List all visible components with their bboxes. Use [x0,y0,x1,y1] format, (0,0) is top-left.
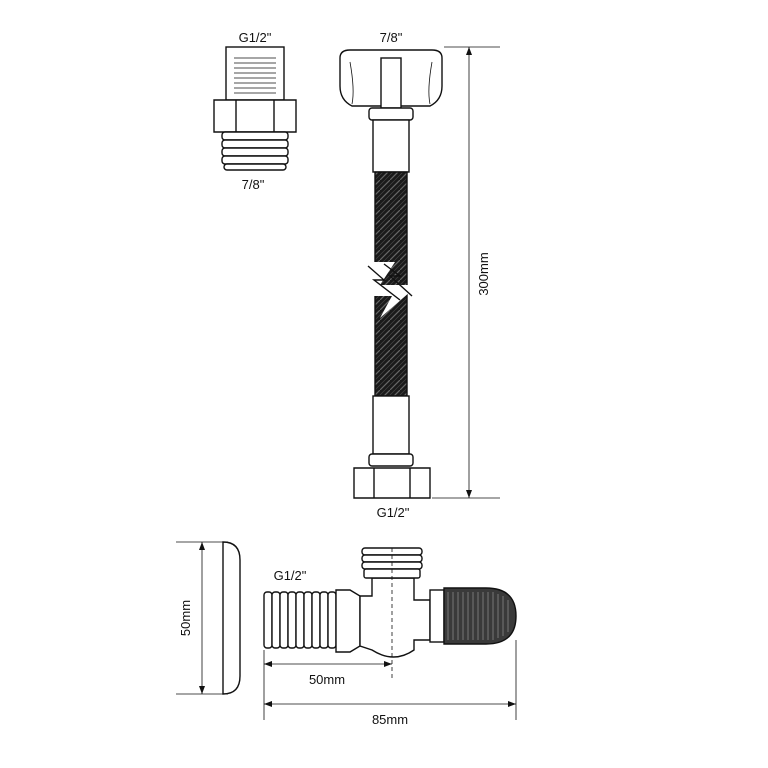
break-symbol [362,262,418,318]
valve-inlet-nut [335,589,361,653]
adapter-upper-threads [234,57,276,94]
hose-top-label: 7/8" [380,30,403,45]
hose-top-collar [368,107,414,121]
valve-height-label: 50mm [178,600,193,636]
valve-width-dimension [264,640,517,720]
valve-width-label: 85mm [372,712,408,727]
valve-body [359,577,431,658]
valve-handle-collar [429,589,445,643]
valve-inlet-threads [263,591,337,649]
valve-outlet-threads [361,547,423,579]
hose-top-nut-flat [380,57,402,109]
hose-bottom-nut [353,467,431,499]
adapter-upper-body [225,46,285,101]
wall-flange [222,541,241,695]
adapter-lower-threads [221,131,289,171]
hose-length-label: 300mm [476,252,491,295]
adapter-fitting: G1/2" 7/8" [213,30,297,192]
braided-hose: 7/8" G1/2" 300mm [339,30,500,520]
adapter-hex-nut [213,99,297,133]
valve-height-dimension [176,541,228,695]
valve-offset-dimension [263,650,392,720]
valve-offset-label: 50mm [309,672,345,687]
valve-inlet-label: G1/2" [274,568,307,583]
adapter-top-label: G1/2" [239,30,272,45]
hose-bottom-collar [368,453,414,467]
adapter-bottom-label: 7/8" [242,177,265,192]
hose-bottom-ferrule [372,395,410,455]
valve-handle-knurl [447,592,509,640]
valve-handle[interactable] [443,587,517,645]
hose-bottom-label: G1/2" [377,505,410,520]
hose-length-dimension [432,46,500,499]
angle-valve: 50mm G1/2" [176,541,517,727]
hose-top-ferrule [372,119,410,173]
